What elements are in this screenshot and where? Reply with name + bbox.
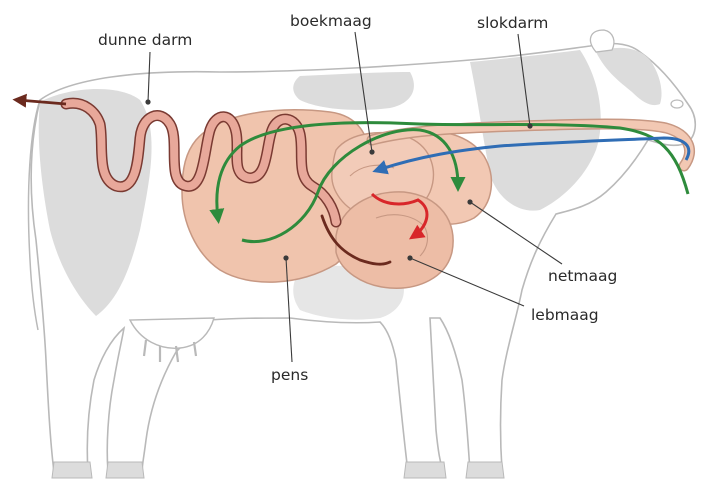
cow-ear bbox=[590, 30, 613, 52]
dot-lebmaag bbox=[407, 255, 412, 260]
stomach-organs bbox=[182, 110, 491, 288]
lebmaag-organ bbox=[336, 192, 453, 288]
label-slokdarm: slokdarm bbox=[477, 14, 548, 32]
cow-hoof-front-right bbox=[466, 462, 504, 478]
label-pens: pens bbox=[271, 366, 308, 384]
label-lebmaag: lebmaag bbox=[531, 306, 599, 324]
dot-boekmaag bbox=[369, 149, 374, 154]
label-netmaag: netmaag bbox=[548, 267, 617, 285]
dot-pens bbox=[283, 255, 288, 260]
label-dunne-darm: dunne darm bbox=[98, 31, 192, 49]
cow-nostril bbox=[671, 100, 683, 108]
cow-hoof-back-right bbox=[106, 462, 144, 478]
cow-hoof-front-left bbox=[404, 462, 446, 478]
cow-spot-back bbox=[293, 72, 414, 110]
dot-slokdarm bbox=[527, 123, 532, 128]
dot-dunne-darm bbox=[145, 99, 150, 104]
label-boekmaag: boekmaag bbox=[290, 12, 372, 30]
dot-netmaag bbox=[467, 199, 472, 204]
cow-hoof-back-left bbox=[52, 462, 92, 478]
